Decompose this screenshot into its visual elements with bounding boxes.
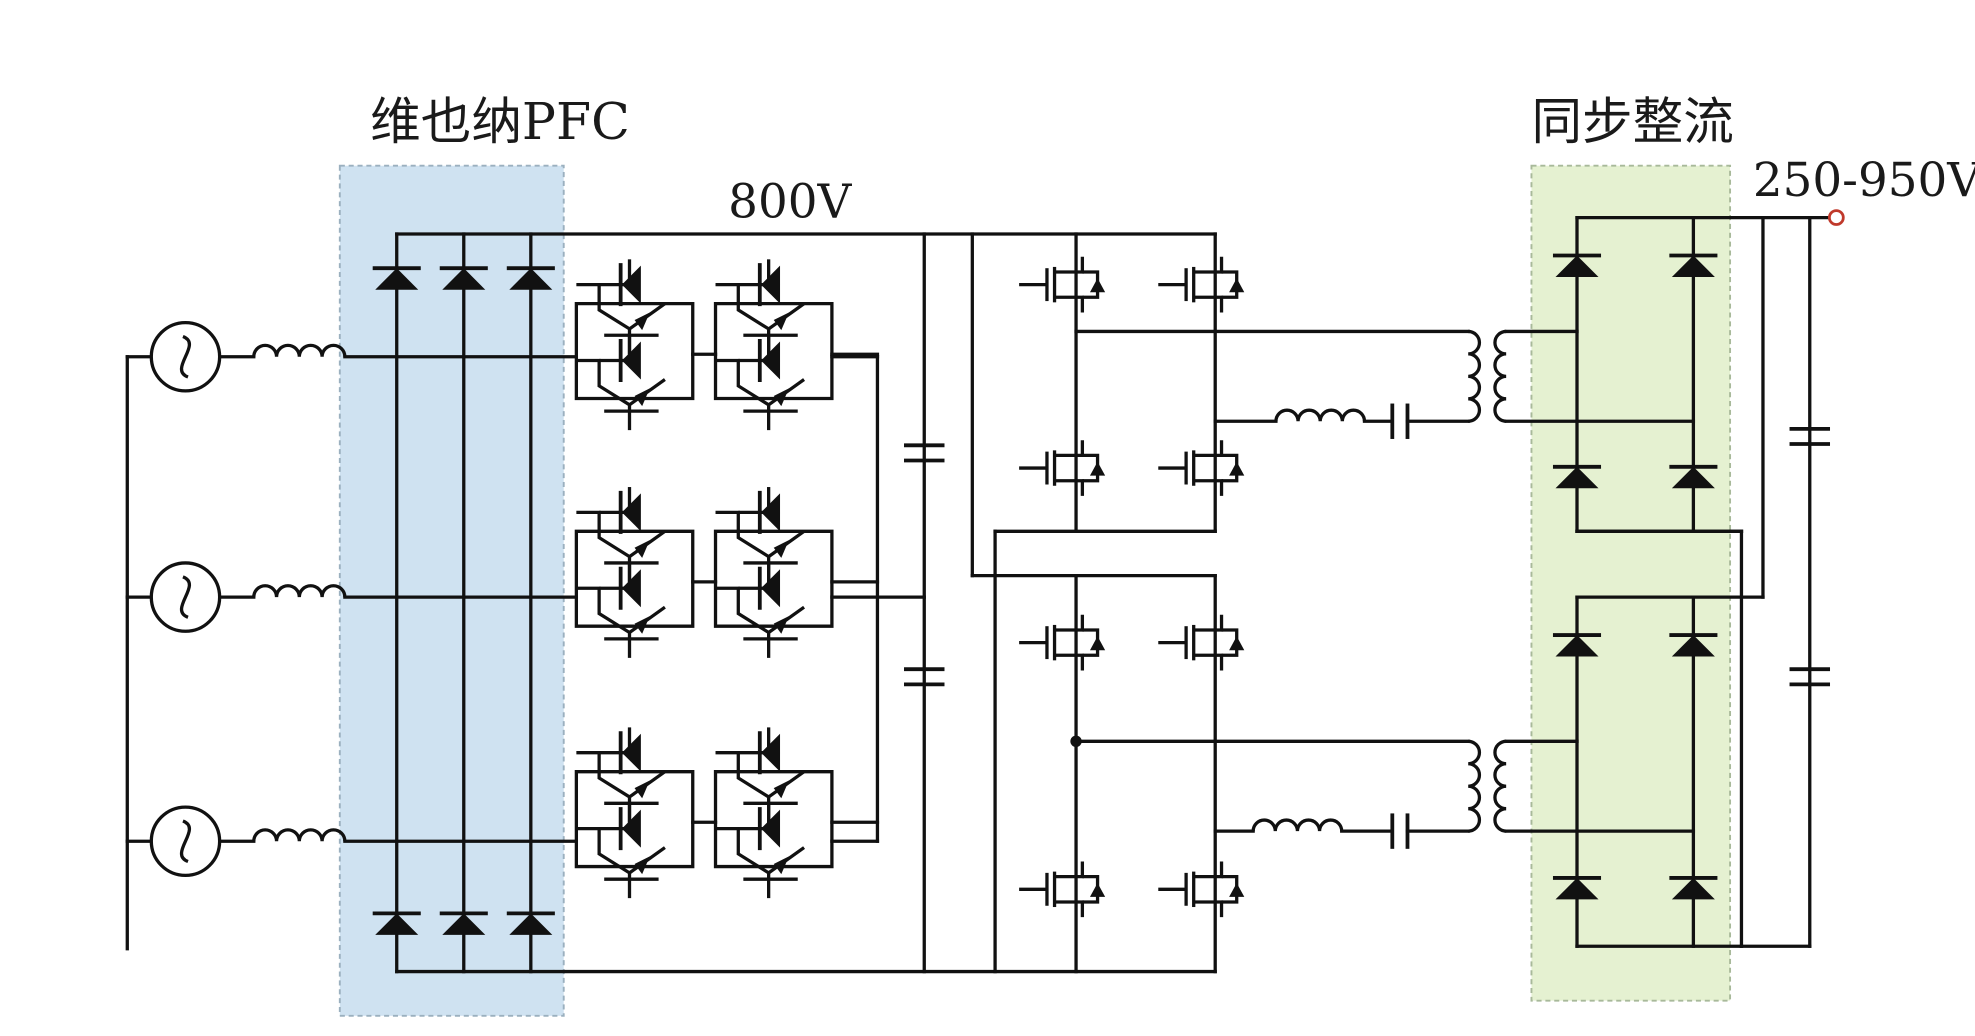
pfc-block-region (338, 164, 565, 1017)
dc-bus-voltage-label: 800V (728, 176, 852, 230)
mosfet-switch (1019, 861, 1106, 918)
mosfet-switch (1158, 614, 1245, 671)
pfc-diode-top (439, 266, 488, 290)
transformer-primary (1468, 329, 1482, 423)
pfc-diode-bottom (372, 911, 421, 935)
igbt-switch (576, 335, 666, 431)
resonant-capacitor (1390, 403, 1410, 439)
switch-frame (574, 770, 695, 869)
igbt-switch (715, 562, 806, 658)
output-capacitor (1789, 667, 1831, 687)
transformer-primary (1468, 739, 1482, 833)
switch-frame (574, 301, 695, 401)
switch-frame (713, 770, 834, 869)
resonant-inductor (1274, 408, 1367, 422)
rect-diode-top (1552, 253, 1602, 278)
resonant-capacitor (1390, 813, 1410, 849)
pfc-diode-top (506, 266, 555, 290)
igbt-switch (715, 335, 806, 431)
dc-link-capacitor (904, 443, 945, 463)
mosfet-switch (1019, 440, 1106, 496)
ac-source (149, 561, 222, 633)
input-inductor (252, 828, 347, 842)
rect-diode-bottom (1552, 464, 1602, 489)
igbt-switch (576, 727, 666, 823)
switch-frame (713, 301, 834, 401)
ac-source (149, 320, 222, 393)
resonant-inductor (1251, 818, 1344, 832)
switch-frame (713, 529, 834, 628)
dc-link-capacitor (904, 667, 945, 687)
igbt-switch (576, 803, 666, 899)
switch-frame (574, 529, 695, 628)
junction-dot (1070, 735, 1082, 748)
rect-diode-top (1669, 253, 1718, 278)
mosfet-switch (1158, 256, 1245, 313)
schematic-wiring (125, 215, 1831, 974)
rect-diode-bottom (1669, 464, 1718, 489)
sync-rect-block-label: 同步整流 (1531, 92, 1733, 151)
igbt-switch (715, 803, 806, 899)
mosfet-switch (1019, 256, 1106, 313)
igbt-switch (576, 562, 666, 658)
rect-diode-top (1669, 633, 1718, 657)
pfc-diode-top (372, 266, 421, 290)
mosfet-switch (1158, 861, 1245, 918)
rect-diode-top (1552, 633, 1602, 657)
rect-diode-bottom (1669, 876, 1718, 900)
pfc-diode-bottom (506, 911, 555, 935)
input-inductor (252, 343, 347, 357)
rect-diode-bottom (1552, 876, 1602, 900)
transformer-secondary (1493, 329, 1507, 423)
transformer-secondary (1493, 739, 1507, 833)
input-inductor (252, 584, 347, 598)
pfc-diode-bottom (439, 911, 488, 935)
sync-rect-block-region (1530, 164, 1732, 1002)
pfc-block-label: 维也纳PFC (370, 92, 630, 151)
mosfet-switch (1158, 440, 1245, 496)
mosfet-switch (1019, 614, 1106, 671)
output-terminal (1827, 209, 1845, 226)
output-voltage-label: 250-950V (1753, 154, 1975, 208)
ac-source (149, 805, 222, 878)
schematic-components (149, 209, 1845, 935)
output-capacitor (1789, 426, 1831, 446)
